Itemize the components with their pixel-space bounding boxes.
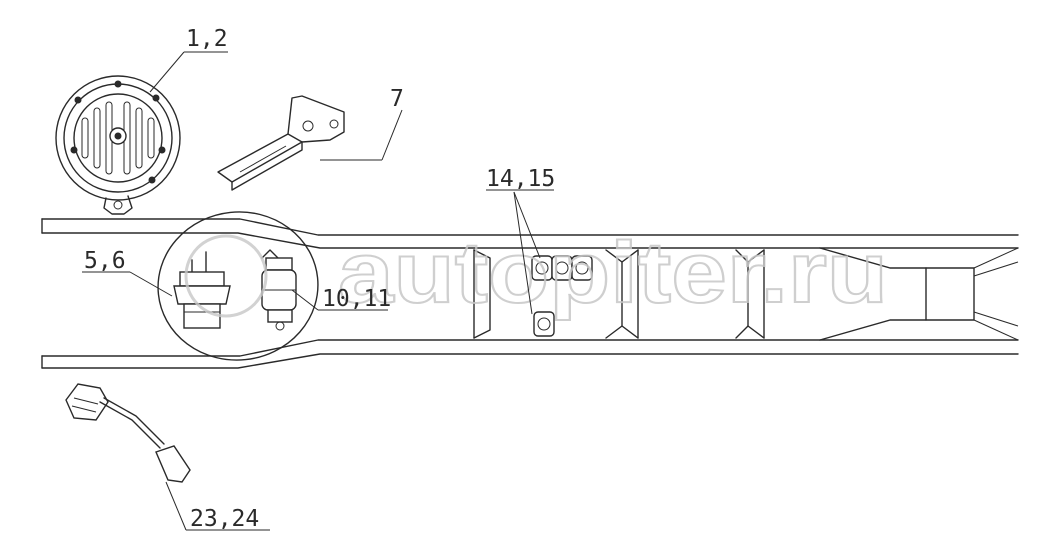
cross-member-4 xyxy=(925,267,975,321)
cross-member-3 xyxy=(735,249,765,339)
horn xyxy=(55,75,181,215)
callout-valves: 14,15 xyxy=(486,166,555,192)
chassis-frame xyxy=(41,218,1019,369)
callout-sensor-cable: 23,24 xyxy=(190,506,259,532)
watermark-text: autopiter.ru xyxy=(338,225,888,321)
watermark: autopiter.ru xyxy=(184,224,889,322)
sensor-right xyxy=(261,249,297,331)
callout-bracket: 7 xyxy=(390,86,404,112)
sensor-left xyxy=(173,251,231,329)
leader-lines xyxy=(82,51,554,531)
valve-group xyxy=(531,255,593,337)
callout-horn: 1,2 xyxy=(186,26,228,52)
sensor-with-cable xyxy=(65,383,191,483)
mounting-bracket xyxy=(217,95,345,191)
cross-member-1 xyxy=(473,249,491,339)
cross-member-2 xyxy=(605,249,639,339)
callout-sensor-right: 10,11 xyxy=(322,286,391,312)
callout-sensor-left: 5,6 xyxy=(84,248,126,274)
sensor-detail-circle xyxy=(157,211,319,361)
